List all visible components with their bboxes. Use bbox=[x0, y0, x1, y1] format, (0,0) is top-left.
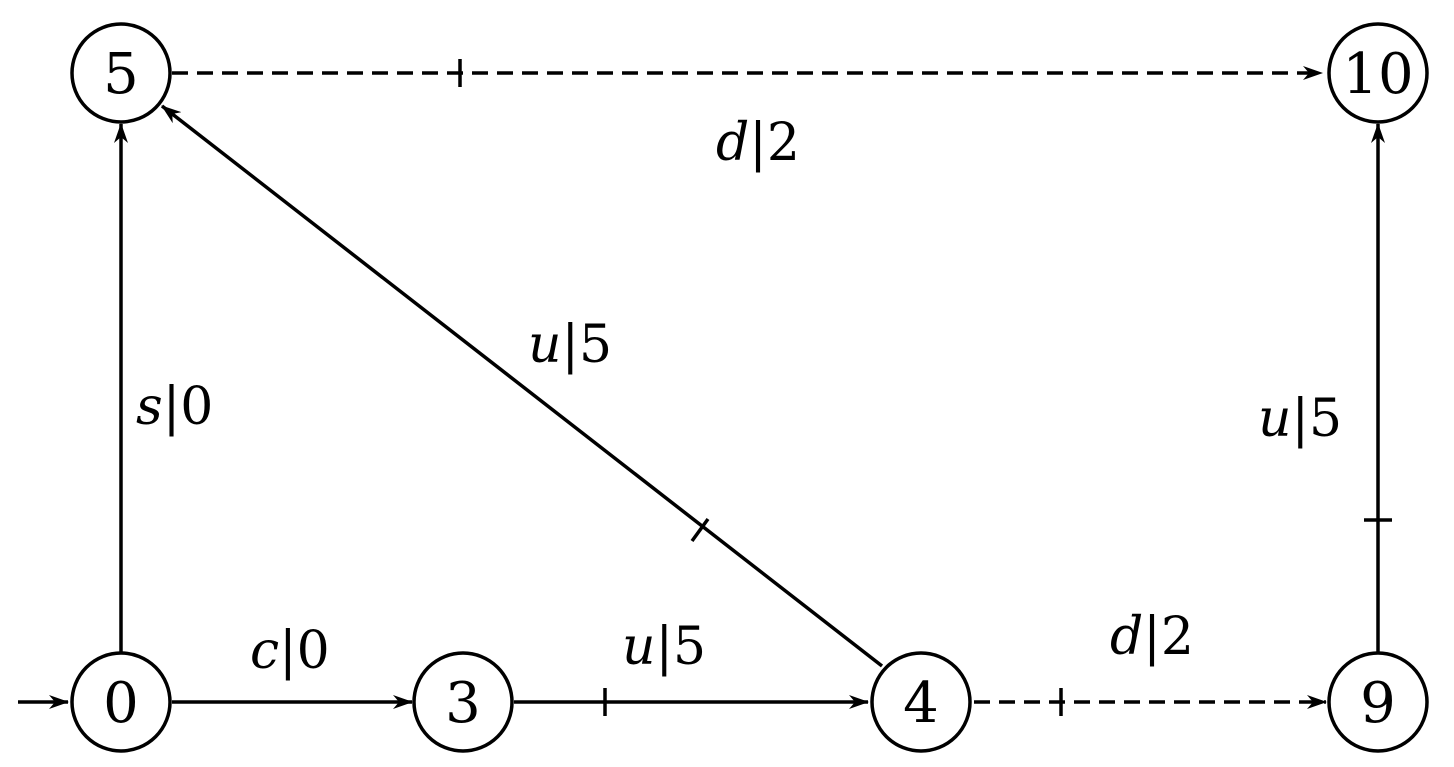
edge-4-9: d|2 bbox=[974, 607, 1327, 716]
state-node-10: 10 bbox=[1327, 22, 1429, 124]
state-node-0: 0 bbox=[70, 651, 172, 753]
edge-label-4-5: u|5 bbox=[528, 315, 612, 375]
state-label-10: 10 bbox=[1342, 42, 1413, 107]
edge-label-4-9: d|2 bbox=[1110, 607, 1194, 667]
state-node-4: 4 bbox=[870, 651, 972, 753]
edge-4-5: u|5 bbox=[160, 104, 884, 668]
edge-3-4: u|5 bbox=[514, 617, 869, 716]
state-node-5: 5 bbox=[70, 22, 172, 124]
state-label-5: 5 bbox=[103, 42, 139, 107]
edge-0-5: s|0 bbox=[114, 123, 213, 652]
state-node-3: 3 bbox=[412, 651, 514, 753]
edge-9-10: u|5 bbox=[1258, 123, 1392, 652]
edge-label-5-10: d|2 bbox=[716, 113, 800, 173]
edge-label-9-10: u|5 bbox=[1258, 389, 1342, 449]
state-label-9: 9 bbox=[1360, 671, 1396, 736]
state-label-4: 4 bbox=[903, 671, 939, 736]
edge-tick-4-5 bbox=[690, 517, 710, 543]
edge-label-3-4: u|5 bbox=[622, 617, 706, 677]
edge-label-0-3: c|0 bbox=[250, 621, 330, 681]
state-label-3: 3 bbox=[445, 671, 481, 736]
edge-5-10: d|2 bbox=[172, 59, 1323, 173]
edge-label-0-5: s|0 bbox=[136, 377, 213, 437]
edge-0-3: c|0 bbox=[172, 621, 413, 709]
state-node-9: 9 bbox=[1327, 651, 1429, 753]
state-label-0: 0 bbox=[103, 671, 139, 736]
